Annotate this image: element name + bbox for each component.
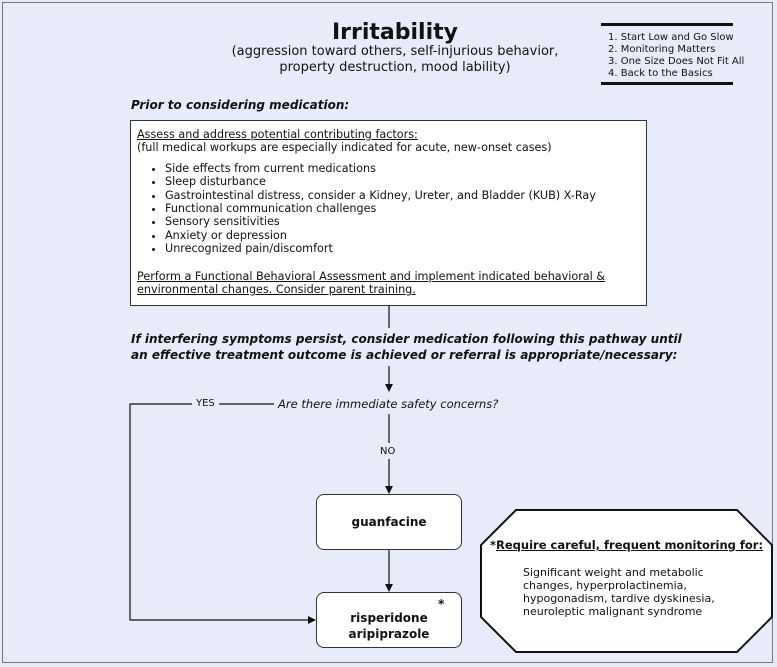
- list-item: Side effects from current medications: [165, 162, 640, 175]
- page-title: Irritability: [331, 20, 459, 45]
- subtitle-line-1: (aggression toward others, self-injuriou…: [231, 44, 559, 59]
- list-item: Unrecognized pain/discomfort: [165, 242, 640, 255]
- fba-line-1: Perform a Functional Behavioral Assessme…: [137, 269, 606, 283]
- monitoring-octagon: [480, 509, 773, 653]
- principles-box: 1. Start Low and Go Slow 2. Monitoring M…: [601, 23, 745, 85]
- monitoring-title-text: Require careful, frequent monitoring for…: [496, 538, 764, 552]
- principle-item: 3. One Size Does Not Fit All: [608, 56, 745, 67]
- principle-item: 4. Back to the Basics: [608, 68, 713, 79]
- safety-question: Are there immediate safety concerns?: [278, 397, 499, 411]
- list-item: Gastrointestinal distress, consider a Ki…: [165, 189, 640, 202]
- yes-label: YES: [196, 398, 215, 409]
- guanfacine-box: guanfacine: [316, 494, 462, 550]
- yes-path-loop: [129, 403, 316, 624]
- prior-heading: Prior to considering medication:: [131, 98, 350, 112]
- persist-line-2: an effective treatment outcome is achiev…: [131, 348, 678, 362]
- page-subtitle: (aggression toward others, self-injuriou…: [210, 44, 580, 76]
- monitoring-asterisk: *: [438, 597, 445, 611]
- monitoring-title: *Require careful, frequent monitoring fo…: [490, 538, 763, 552]
- list-item: Functional communication challenges: [165, 202, 640, 215]
- monitoring-title-prefix: *: [490, 538, 497, 552]
- list-item: Sensory sensitivities: [165, 215, 640, 228]
- contributing-factors-box: Assess and address potential contributin…: [130, 120, 647, 306]
- principle-item: 1. Start Low and Go Slow: [608, 32, 734, 43]
- aripiprazole-label: aripiprazole: [348, 627, 430, 641]
- guanfacine-label: guanfacine: [351, 515, 427, 529]
- list-item: Anxiety or depression: [165, 229, 640, 242]
- persist-line-1: If interfering symptoms persist, conside…: [131, 332, 682, 346]
- persist-instruction: If interfering symptoms persist, conside…: [131, 331, 691, 363]
- risperidone-label: risperidone: [350, 611, 428, 625]
- no-label: NO: [380, 446, 396, 457]
- antipsychotic-box: risperidone aripiprazole: [316, 592, 462, 648]
- fba-line-2: environmental changes. Consider parent t…: [137, 283, 416, 297]
- factors-note: (full medical workups are especially ind…: [137, 141, 552, 155]
- subtitle-line-2: property destruction, mood lability): [279, 60, 511, 75]
- factors-list: Side effects from current medications Sl…: [137, 162, 640, 256]
- monitoring-text: Significant weight and metabolic changes…: [523, 566, 715, 618]
- list-item: Sleep disturbance: [165, 175, 640, 188]
- factors-heading: Assess and address potential contributin…: [137, 128, 418, 141]
- principle-item: 2. Monitoring Matters: [608, 44, 716, 55]
